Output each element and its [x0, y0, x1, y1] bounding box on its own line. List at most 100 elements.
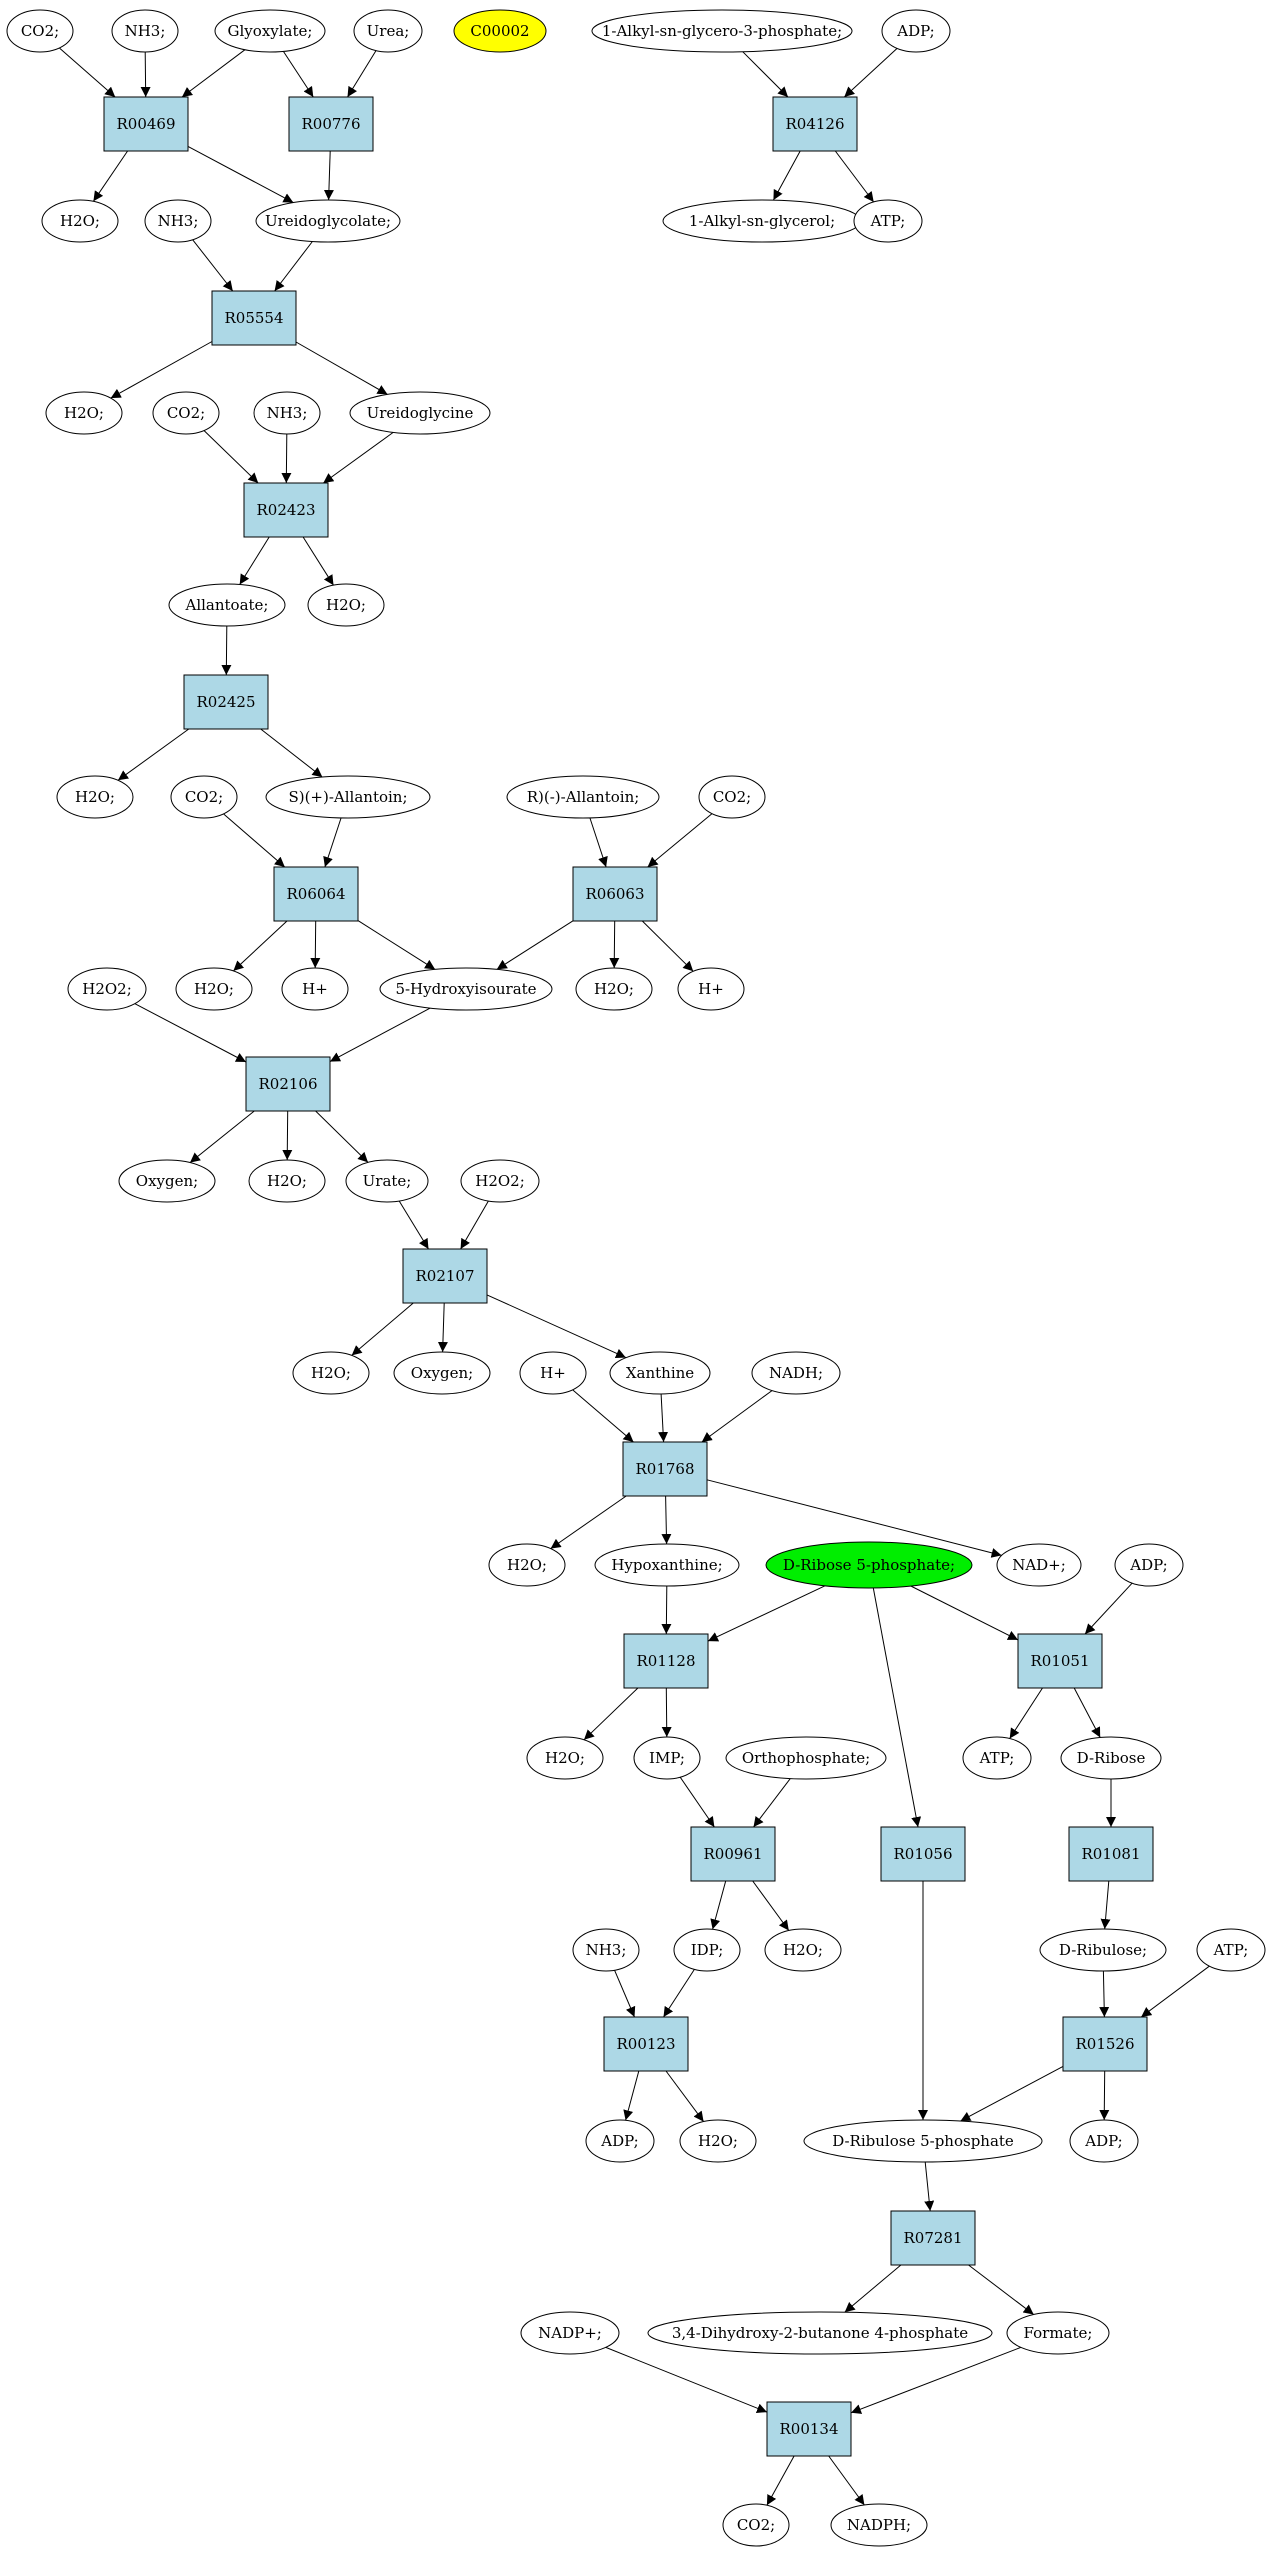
compound-node-d_ribose[interactable]: D-Ribose	[1060, 1736, 1162, 1780]
compound-node-co2_e[interactable]: CO2;	[722, 2503, 790, 2547]
compound-node-d_ribulose[interactable]: D-Ribulose;	[1039, 1928, 1167, 1972]
node-label: CO2;	[167, 404, 205, 422]
compound-node-c00002[interactable]: C00002	[453, 9, 547, 53]
reaction-node-R00123[interactable]: R00123	[603, 2016, 689, 2072]
compound-node-h2o_c[interactable]: H2O;	[307, 583, 385, 627]
edge-R02425-to-h2o_d	[117, 728, 190, 781]
reaction-node-R02107[interactable]: R02107	[402, 1248, 488, 1304]
edge-R00123-to-adp_c	[623, 2070, 640, 2121]
compound-node-hypoxanthine[interactable]: Hypoxanthine;	[594, 1543, 740, 1587]
compound-node-hplus_a[interactable]: H+	[281, 967, 349, 1011]
compound-node-adp_d[interactable]: ADP;	[1069, 2119, 1139, 2163]
compound-node-nh3_d[interactable]: NH3;	[572, 1928, 640, 1972]
node-label: NH3;	[125, 22, 166, 40]
compound-node-h2o_a[interactable]: H2O;	[41, 199, 119, 243]
compound-node-adp_c[interactable]: ADP;	[585, 2119, 655, 2163]
compound-node-idp[interactable]: IDP;	[673, 1928, 741, 1972]
compound-node-co2_b[interactable]: CO2;	[152, 391, 220, 435]
reaction-node-R06063[interactable]: R06063	[572, 866, 658, 922]
compound-node-h2o2_b[interactable]: H2O2;	[460, 1159, 540, 1203]
compound-node-adp_b[interactable]: ADP;	[1114, 1543, 1184, 1587]
edge-alkyl_g3p-to-R04126	[742, 51, 789, 98]
compound-node-ureidoglycine[interactable]: Ureidoglycine	[349, 391, 491, 435]
compound-node-dihydroxybutanone[interactable]: 3,4-Dihydroxy-2-butanone 4-phosphate	[647, 2311, 993, 2355]
reaction-box	[1068, 1826, 1154, 1882]
reaction-node-R04126[interactable]: R04126	[772, 96, 858, 152]
compound-node-imp[interactable]: IMP;	[633, 1736, 701, 1780]
compound-node-nadph[interactable]: NADPH;	[830, 2503, 928, 2547]
compound-node-s_allantoin[interactable]: S)(+)-Allantoin;	[265, 775, 431, 819]
compound-ellipse	[265, 775, 431, 819]
compound-node-nadpplus[interactable]: NADP+;	[520, 2311, 620, 2355]
compound-node-adp_a[interactable]: ADP;	[881, 9, 951, 53]
reaction-node-R01128[interactable]: R01128	[623, 1633, 709, 1689]
reaction-node-R01081[interactable]: R01081	[1068, 1826, 1154, 1882]
node-label: NH3;	[586, 1941, 627, 1959]
node-label: Allantoate;	[185, 596, 269, 614]
compound-node-alkyl_glycerol[interactable]: 1-Alkyl-sn-glycerol;	[662, 199, 862, 243]
compound-node-atp_c[interactable]: ATP;	[1196, 1928, 1266, 1972]
compound-node-nh3_c[interactable]: NH3;	[253, 391, 321, 435]
compound-node-h2o_k[interactable]: H2O;	[764, 1928, 842, 1972]
compound-ellipse	[853, 199, 923, 243]
reaction-node-R01056[interactable]: R01056	[880, 1826, 966, 1882]
compound-node-ribulose5p[interactable]: D-Ribulose 5-phosphate	[803, 2119, 1043, 2163]
compound-ellipse	[118, 1159, 216, 1203]
reaction-node-R00469[interactable]: R00469	[103, 96, 189, 152]
compound-node-h2o_f[interactable]: H2O;	[575, 967, 653, 1011]
compound-node-h2o_i[interactable]: H2O;	[488, 1543, 566, 1587]
node-label: R01051	[1030, 1652, 1089, 1670]
edge-ribulose5p-to-R07281	[924, 2161, 935, 2212]
node-label: S)(+)-Allantoin;	[288, 788, 407, 806]
reaction-node-R02425[interactable]: R02425	[183, 674, 269, 730]
compound-node-formate[interactable]: Formate;	[1006, 2311, 1110, 2355]
compound-node-h2o_d[interactable]: H2O;	[56, 775, 134, 819]
compound-ellipse	[751, 1351, 841, 1395]
reaction-node-R05554[interactable]: R05554	[211, 290, 297, 346]
compound-node-orthophosphate[interactable]: Orthophosphate;	[725, 1736, 887, 1780]
compound-node-h2o_e[interactable]: H2O;	[175, 967, 253, 1011]
reaction-node-R07281[interactable]: R07281	[890, 2210, 976, 2266]
compound-node-nadh[interactable]: NADH;	[751, 1351, 841, 1395]
compound-node-co2_d[interactable]: CO2;	[698, 775, 766, 819]
compound-node-h2o_g[interactable]: H2O;	[248, 1159, 326, 1203]
compound-node-nh3_b[interactable]: NH3;	[144, 199, 212, 243]
compound-node-h2o_j[interactable]: H2O;	[526, 1736, 604, 1780]
reaction-node-R06064[interactable]: R06064	[273, 866, 359, 922]
compound-node-h2o2_a[interactable]: H2O2;	[67, 967, 147, 1011]
reaction-node-R02106[interactable]: R02106	[245, 1056, 331, 1112]
compound-ellipse	[168, 583, 286, 627]
reaction-node-R01526[interactable]: R01526	[1062, 2016, 1148, 2072]
compound-node-hplus_c[interactable]: H+	[519, 1351, 587, 1395]
node-label: NH3;	[267, 404, 308, 422]
compound-node-hydroxyisourate[interactable]: 5-Hydroxyisourate	[379, 967, 553, 1011]
compound-node-atp_a[interactable]: ATP;	[853, 199, 923, 243]
compound-node-oxygen_b[interactable]: Oxygen;	[393, 1351, 491, 1395]
compound-node-nh3_a[interactable]: NH3;	[111, 9, 179, 53]
reaction-node-R01768[interactable]: R01768	[622, 1441, 708, 1497]
compound-node-atp_b[interactable]: ATP;	[962, 1736, 1032, 1780]
reaction-node-R00961[interactable]: R00961	[690, 1826, 776, 1882]
compound-node-urate[interactable]: Urate;	[345, 1159, 429, 1203]
compound-node-glyoxylate[interactable]: Glyoxylate;	[214, 9, 326, 53]
reaction-node-R01051[interactable]: R01051	[1017, 1633, 1103, 1689]
reaction-node-R02423[interactable]: R02423	[243, 482, 329, 538]
compound-node-alkyl_g3p[interactable]: 1-Alkyl-sn-glycero-3-phosphate;	[591, 9, 853, 53]
compound-node-co2_a[interactable]: CO2;	[6, 9, 74, 53]
compound-node-h2o_l[interactable]: H2O;	[679, 2119, 757, 2163]
compound-node-co2_c[interactable]: CO2;	[170, 775, 238, 819]
compound-node-h2o_h[interactable]: H2O;	[292, 1351, 370, 1395]
edge-glyoxylate-to-R00776	[282, 51, 314, 98]
reaction-node-R00776[interactable]: R00776	[288, 96, 374, 152]
compound-node-allantoate[interactable]: Allantoate;	[168, 583, 286, 627]
compound-node-r_allantoin[interactable]: R)(-)-Allantoin;	[506, 775, 660, 819]
compound-node-urea[interactable]: Urea;	[353, 9, 423, 53]
compound-node-ribose5p[interactable]: D-Ribose 5-phosphate;	[765, 1541, 973, 1589]
compound-node-hplus_b[interactable]: H+	[677, 967, 745, 1011]
compound-node-h2o_b[interactable]: H2O;	[45, 391, 123, 435]
compound-node-ureidoglycolate[interactable]: Ureidoglycolate;	[255, 199, 401, 243]
compound-node-oxygen_a[interactable]: Oxygen;	[118, 1159, 216, 1203]
reaction-node-R00134[interactable]: R00134	[766, 2401, 852, 2457]
compound-node-nadplus_a[interactable]: NAD+;	[996, 1543, 1082, 1587]
compound-node-xanthine[interactable]: Xanthine	[609, 1351, 711, 1395]
